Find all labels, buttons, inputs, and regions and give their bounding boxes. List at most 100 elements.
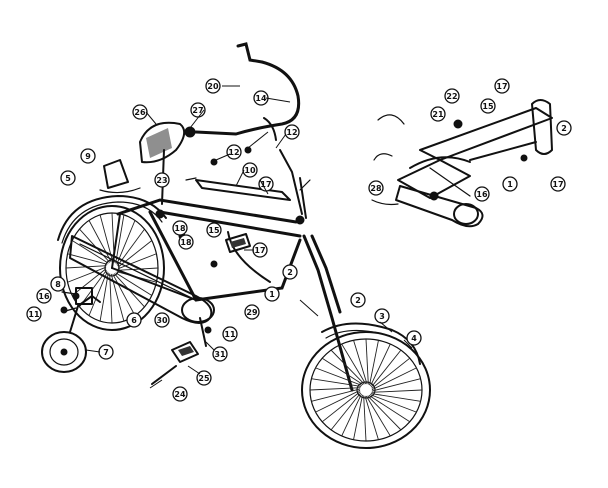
callout-inset-i17a: 17: [494, 78, 510, 94]
callout-label: 10: [244, 166, 256, 175]
seat: [139, 121, 196, 205]
callout-inset-i2: 2: [556, 120, 572, 136]
callout-main-c16: 16: [36, 288, 52, 304]
callout-label: 29: [246, 308, 258, 317]
pedals: [151, 233, 251, 385]
front-wheel: [301, 331, 431, 449]
callout-inset-i21: 21: [430, 106, 446, 122]
callout-inset-i28: 28: [368, 180, 384, 196]
callout-label: 17: [260, 180, 271, 189]
callout-circle: [444, 88, 460, 104]
callout-label: 28: [370, 184, 382, 193]
callout-inset-i15: 15: [480, 98, 496, 114]
callout-label: 17: [552, 180, 563, 189]
callout-label: 11: [224, 330, 236, 339]
callout-circle: [222, 326, 238, 342]
callout-label: 17: [254, 246, 265, 255]
callout-main-c18b: 18: [178, 234, 194, 250]
inset-detail-drawing: [371, 99, 553, 228]
callout-circle: [284, 124, 300, 140]
callout-label: 22: [446, 92, 457, 101]
leader-lines: [85, 85, 413, 389]
callout-label: 30: [156, 316, 168, 325]
rear-fender: [57, 195, 167, 241]
callout-main-c2a: 2: [282, 264, 298, 280]
handlebar: [194, 42, 303, 215]
callout-main-c30: 30: [154, 312, 170, 328]
callout-main-c6: 6: [126, 312, 142, 328]
callout-main-c17b: 17: [252, 242, 268, 258]
callout-circle: [154, 172, 170, 188]
callout-main-c14: 14: [253, 90, 269, 106]
callout-label: 12: [228, 148, 239, 157]
callout-main-c1: 1: [264, 286, 280, 302]
callout-circle: [368, 180, 384, 196]
callout-main-c5: 5: [60, 170, 76, 186]
frame: [111, 198, 302, 302]
callout-main-c10: 10: [242, 162, 258, 178]
callout-main-c12a: 12: [226, 144, 242, 160]
callout-circle: [126, 312, 142, 328]
callout-label: 6: [131, 316, 137, 325]
fork: [302, 234, 354, 392]
callout-main-c24: 24: [172, 386, 188, 402]
callout-circle: [172, 386, 188, 402]
callout-circle: [60, 170, 76, 186]
callout-circle: [196, 370, 212, 386]
callout-inset-i1: 1: [502, 176, 518, 192]
callout-circle: [502, 176, 518, 192]
callout-label: 3: [379, 312, 385, 321]
callout-main-c18a: 18: [172, 220, 188, 236]
callout-label: 20: [207, 82, 219, 91]
callout-circle: [50, 276, 66, 292]
callout-circle: [212, 346, 228, 362]
callout-inset-i22: 22: [444, 88, 460, 104]
callout-circle: [178, 234, 194, 250]
callout-circle: [282, 264, 298, 280]
callout-label: 5: [65, 174, 71, 183]
callout-label: 1: [269, 290, 275, 299]
callout-main-c27: 27: [190, 102, 206, 118]
callout-label: 4: [411, 334, 417, 343]
callout-label: 24: [174, 390, 186, 399]
callout-label: 1: [507, 180, 513, 189]
callout-circle: [430, 106, 446, 122]
callout-main-c29: 29: [244, 304, 260, 320]
callout-circle: [206, 222, 222, 238]
callout-label: 23: [156, 176, 167, 185]
callout-main-c15: 15: [206, 222, 222, 238]
callout-label: 18: [174, 224, 186, 233]
callout-label: 18: [180, 238, 192, 247]
callout-label: 2: [287, 268, 293, 277]
callout-label: 15: [482, 102, 494, 111]
callout-label: 9: [85, 152, 91, 161]
callout-main-c31: 31: [212, 346, 228, 362]
callout-label: 16: [476, 190, 488, 199]
callout-label: 15: [208, 226, 220, 235]
front-fender: [321, 322, 421, 365]
callout-label: 8: [55, 280, 61, 289]
callout-circle: [556, 120, 572, 136]
callout-circle: [244, 304, 260, 320]
callout-circle: [494, 78, 510, 94]
callout-main-c3: 3: [374, 308, 390, 324]
callout-inset-i16: 16: [474, 186, 490, 202]
callout-label: 16: [38, 292, 50, 301]
callout-main-c4: 4: [406, 330, 422, 346]
callout-label: 31: [214, 350, 226, 359]
callout-main-c17a: 17: [258, 176, 274, 192]
callout-circle: [172, 220, 188, 236]
callout-main-c9: 9: [80, 148, 96, 164]
callout-label: 12: [286, 128, 297, 137]
callout-label: 27: [192, 106, 203, 115]
callout-circle: [132, 104, 148, 120]
main-bicycle-drawing: [41, 42, 431, 449]
callout-circle: [36, 288, 52, 304]
callout-circle: [242, 162, 258, 178]
callout-circle: [154, 312, 170, 328]
callout-label: 14: [255, 94, 267, 103]
callout-circle: [26, 306, 42, 322]
callout-main-c7: 7: [98, 344, 114, 360]
